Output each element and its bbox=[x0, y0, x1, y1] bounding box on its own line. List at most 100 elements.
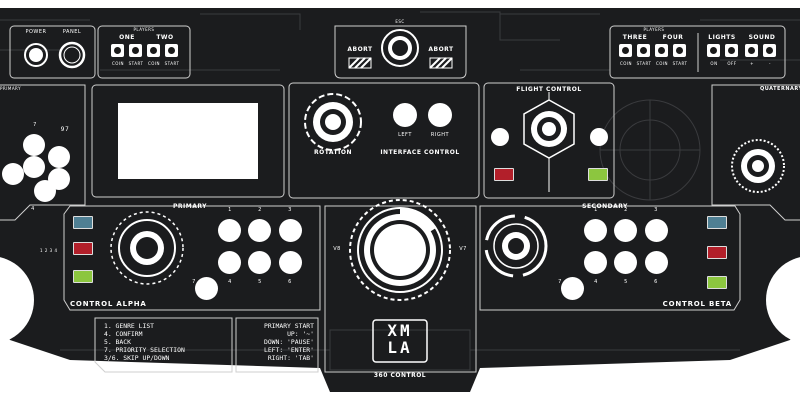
left-edge-circle bbox=[0, 257, 34, 343]
beta-blue-button[interactable] bbox=[707, 216, 727, 229]
interface-right-button[interactable] bbox=[428, 103, 452, 127]
p2-coin-button[interactable] bbox=[147, 44, 160, 57]
alpha-num-3: 3 bbox=[288, 207, 292, 213]
xmla-logo-top: XM bbox=[387, 321, 413, 340]
p1-coin-label: COIN bbox=[111, 61, 125, 66]
p1-start-button[interactable] bbox=[129, 44, 142, 57]
players-right-box bbox=[609, 25, 786, 79]
flight-left-button[interactable] bbox=[491, 128, 509, 146]
alpha-button-5[interactable] bbox=[248, 251, 271, 274]
beta-num-1: 1 bbox=[594, 207, 598, 213]
abort-right-button[interactable] bbox=[430, 58, 452, 68]
left-edge-button-2[interactable] bbox=[23, 134, 45, 156]
flight-control-title: FLIGHT CONTROL bbox=[516, 86, 582, 93]
left-edge-button-1[interactable] bbox=[2, 163, 24, 185]
lights-off-button[interactable] bbox=[725, 44, 738, 57]
spinner-dial bbox=[349, 199, 451, 301]
interface-left-label: LEFT bbox=[398, 132, 412, 138]
beta-button-1[interactable] bbox=[584, 219, 607, 242]
interface-control-label: INTERFACE CONTROL bbox=[380, 149, 460, 156]
xmla-logo-bottom: LA bbox=[387, 338, 413, 357]
abort-left-button[interactable] bbox=[349, 58, 371, 68]
center-right-tag: V7 bbox=[459, 246, 467, 252]
left-edge-button-6[interactable] bbox=[48, 168, 70, 190]
p4-start-button[interactable] bbox=[673, 44, 686, 57]
interface-right-label: RIGHT bbox=[430, 132, 450, 138]
esc-button[interactable] bbox=[382, 30, 418, 66]
beta-green-button[interactable] bbox=[707, 276, 727, 289]
beta-button-3[interactable] bbox=[645, 219, 668, 242]
alpha-button-3[interactable] bbox=[279, 219, 302, 242]
keys-panel bbox=[235, 317, 319, 373]
panel-knob bbox=[58, 41, 86, 69]
beta-button-6[interactable] bbox=[645, 251, 668, 274]
menu-item: 7. PRIORITY SELECTION bbox=[104, 346, 185, 354]
alpha-red-button[interactable] bbox=[73, 242, 93, 255]
spinner-360[interactable] bbox=[350, 200, 450, 300]
control-alpha-label: CONTROL ALPHA bbox=[70, 300, 147, 308]
right-edge-title: QUATERNARY bbox=[760, 86, 800, 92]
beta-joystick[interactable] bbox=[486, 216, 546, 276]
interface-box bbox=[288, 82, 480, 199]
menu-panel bbox=[94, 317, 233, 373]
p3-start-button[interactable] bbox=[637, 44, 650, 57]
p3-coin-button[interactable] bbox=[619, 44, 632, 57]
beta-button-2[interactable] bbox=[614, 219, 637, 242]
secondary-dial bbox=[484, 214, 548, 278]
panel-button[interactable] bbox=[60, 43, 84, 67]
beta-button-7[interactable] bbox=[561, 277, 584, 300]
left-edge-num-b: 97 bbox=[60, 126, 70, 133]
quaternary-knob[interactable] bbox=[732, 140, 784, 192]
beta-button-5[interactable] bbox=[614, 251, 637, 274]
primary-dial bbox=[110, 211, 184, 285]
sound-down-button[interactable] bbox=[763, 44, 776, 57]
p3-start-label: START bbox=[636, 61, 652, 66]
rotation-label: ROTATION bbox=[314, 149, 352, 156]
alpha-green-button[interactable] bbox=[73, 270, 93, 283]
alpha-button-6[interactable] bbox=[279, 251, 302, 274]
p2-start-button[interactable] bbox=[165, 44, 178, 57]
p4-coin-label: COIN bbox=[655, 61, 669, 66]
beta-num-3: 3 bbox=[654, 207, 658, 213]
marquee-display bbox=[118, 103, 258, 179]
rotation-knob[interactable] bbox=[305, 94, 361, 150]
interface-left-button[interactable] bbox=[393, 103, 417, 127]
flight-stick[interactable] bbox=[524, 104, 574, 154]
lights-on-button[interactable] bbox=[707, 44, 720, 57]
flight-green-button[interactable] bbox=[588, 168, 608, 181]
alpha-num-5: 5 bbox=[258, 279, 262, 285]
alpha-button-4[interactable] bbox=[218, 251, 241, 274]
abort-right-hazard bbox=[429, 57, 453, 69]
p4-coin-button[interactable] bbox=[655, 44, 668, 57]
flight-red-button[interactable] bbox=[494, 168, 514, 181]
left-edge-button-5[interactable] bbox=[48, 146, 70, 168]
sound-up-label: + bbox=[750, 61, 754, 66]
p2-start-label: START bbox=[164, 61, 180, 66]
alpha-joystick[interactable] bbox=[111, 212, 183, 284]
panel-label: PANEL bbox=[62, 29, 82, 35]
flight-box bbox=[483, 82, 615, 199]
p1-coin-button[interactable] bbox=[111, 44, 124, 57]
p4-start-label: START bbox=[672, 61, 688, 66]
beta-red-button[interactable] bbox=[707, 246, 727, 259]
power-button[interactable] bbox=[25, 44, 47, 66]
sound-up-button[interactable] bbox=[745, 44, 758, 57]
flight-right-button[interactable] bbox=[590, 128, 608, 146]
display-box bbox=[91, 84, 285, 198]
alpha-button-2[interactable] bbox=[248, 219, 271, 242]
right-edge-circle bbox=[766, 257, 800, 343]
left-edge-num-a: 7 bbox=[33, 122, 37, 128]
keys-list: PRIMARY START UP: '~' DOWN: 'PAUSE' LEFT… bbox=[238, 322, 314, 362]
sound-label: SOUND bbox=[748, 34, 776, 41]
alpha-blue-button[interactable] bbox=[73, 216, 93, 229]
alpha-button-7[interactable] bbox=[195, 277, 218, 300]
alpha-num-2: 2 bbox=[258, 207, 262, 213]
beta-num-4: 4 bbox=[594, 279, 598, 285]
alpha-button-1[interactable] bbox=[218, 219, 241, 242]
left-edge-button-3[interactable] bbox=[23, 156, 45, 178]
key-item: LEFT: 'ENTER' bbox=[263, 346, 314, 354]
power-label: POWER bbox=[25, 29, 47, 35]
lights-on-label: ON bbox=[710, 61, 718, 66]
abort-left-hazard bbox=[348, 57, 372, 69]
beta-button-4[interactable] bbox=[584, 251, 607, 274]
